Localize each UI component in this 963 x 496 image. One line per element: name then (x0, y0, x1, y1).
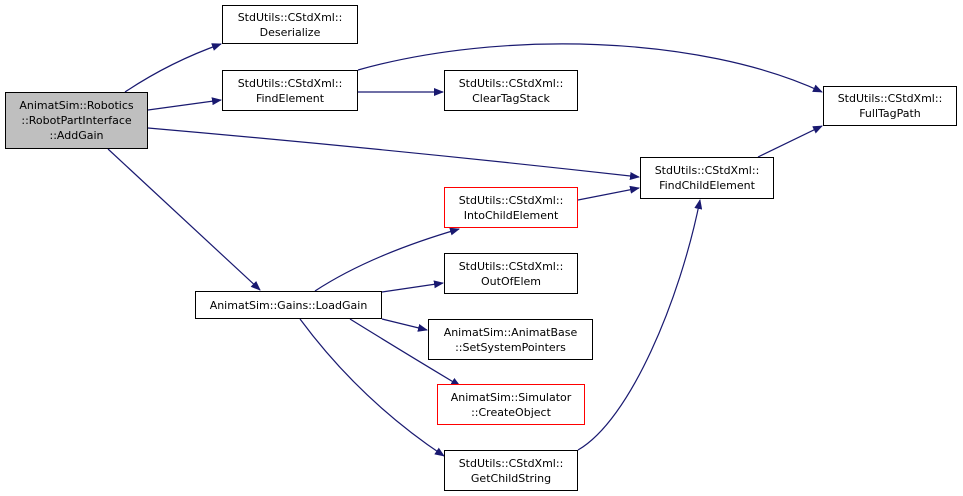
node-getchildstring-line-1: StdUtils::CStdXml:: (458, 456, 564, 470)
edge-addgain-to-findchild (147, 127, 640, 180)
node-addgain-line-2: ::RobotPartInterface (21, 114, 132, 127)
edge-loadgain-to-intochild (314, 227, 460, 292)
node-findelement[interactable]: StdUtils::CStdXml:: FindElement (222, 70, 358, 111)
edge-getchildstring-to-findchild (577, 199, 703, 451)
node-findchild-line-2: FindChildElement (659, 179, 755, 192)
node-addgain-line-1: AnimatSim::Robotics (19, 99, 134, 112)
node-getchildstring[interactable]: StdUtils::CStdXml:: GetChildString (444, 450, 578, 491)
node-intochild-line-1: StdUtils::CStdXml:: (458, 193, 564, 207)
node-deserialize-line-1: StdUtils::CStdXml:: (237, 10, 343, 24)
node-createobject-line-1: AnimatSim::Simulator (450, 390, 572, 404)
edge-loadgain-to-getchildstring (299, 318, 445, 457)
node-fulltagpath-line-1: StdUtils::CStdXml:: (837, 92, 943, 105)
edge-addgain-to-findelement (147, 97, 222, 111)
node-setsyspointers-line-1: AnimatSim::AnimatBase (443, 325, 578, 339)
node-createobject-line-2: ::CreateObject (471, 405, 551, 419)
node-loadgain-line-1: AnimatSim::Gains::LoadGain (209, 298, 368, 312)
node-setsyspointers-line-2: ::SetSystemPointers (455, 340, 566, 354)
node-findchild[interactable]: StdUtils::CStdXml:: FindChildElement (640, 157, 774, 199)
edge-addgain-to-deserialize (124, 43, 222, 93)
node-findchild-line-1: StdUtils::CStdXml:: (654, 164, 760, 177)
node-addgain[interactable]: AnimatSim::Robotics ::RobotPartInterface… (5, 92, 148, 149)
node-deserialize[interactable]: StdUtils::CStdXml:: Deserialize (222, 5, 358, 44)
edge-intochild-to-findchild (577, 185, 640, 201)
node-setsyspointers[interactable]: AnimatSim::AnimatBase ::SetSystemPointer… (428, 319, 593, 360)
node-getchildstring-line-2: GetChildString (470, 471, 552, 485)
node-loadgain[interactable]: AnimatSim::Gains::LoadGain (195, 291, 382, 319)
edge-loadgain-to-outofelem (381, 280, 444, 293)
node-outofelem-line-2: OutOfElem (481, 274, 541, 288)
node-cleartagstack[interactable]: StdUtils::CStdXml:: ClearTagStack (444, 70, 578, 111)
node-findelement-line-2: FindElement (255, 91, 325, 105)
node-outofelem-line-1: StdUtils::CStdXml:: (458, 259, 564, 273)
node-intochild[interactable]: StdUtils::CStdXml:: IntoChildElement (444, 187, 578, 228)
node-fulltagpath-line-2: FullTagPath (859, 107, 921, 120)
node-outofelem[interactable]: StdUtils::CStdXml:: OutOfElem (444, 253, 578, 294)
node-createobject[interactable]: AnimatSim::Simulator ::CreateObject (437, 384, 585, 425)
node-cleartagstack-line-1: StdUtils::CStdXml:: (458, 76, 564, 90)
edge-findchild-to-fulltagpath (757, 125, 823, 158)
edge-loadgain-to-setsyspointers (381, 318, 428, 332)
node-deserialize-line-2: Deserialize (259, 25, 321, 39)
edge-findelement-to-fulltagpath (357, 43, 823, 93)
node-cleartagstack-line-2: ClearTagStack (472, 91, 550, 105)
edge-loadgain-to-createobject (349, 318, 461, 387)
node-addgain-line-3: ::AddGain (49, 129, 104, 142)
node-fulltagpath[interactable]: StdUtils::CStdXml:: FullTagPath (823, 86, 957, 126)
node-intochild-line-2: IntoChildElement (463, 208, 559, 222)
node-findelement-line-1: StdUtils::CStdXml:: (237, 76, 343, 90)
edge-addgain-to-loadgain (107, 148, 261, 291)
